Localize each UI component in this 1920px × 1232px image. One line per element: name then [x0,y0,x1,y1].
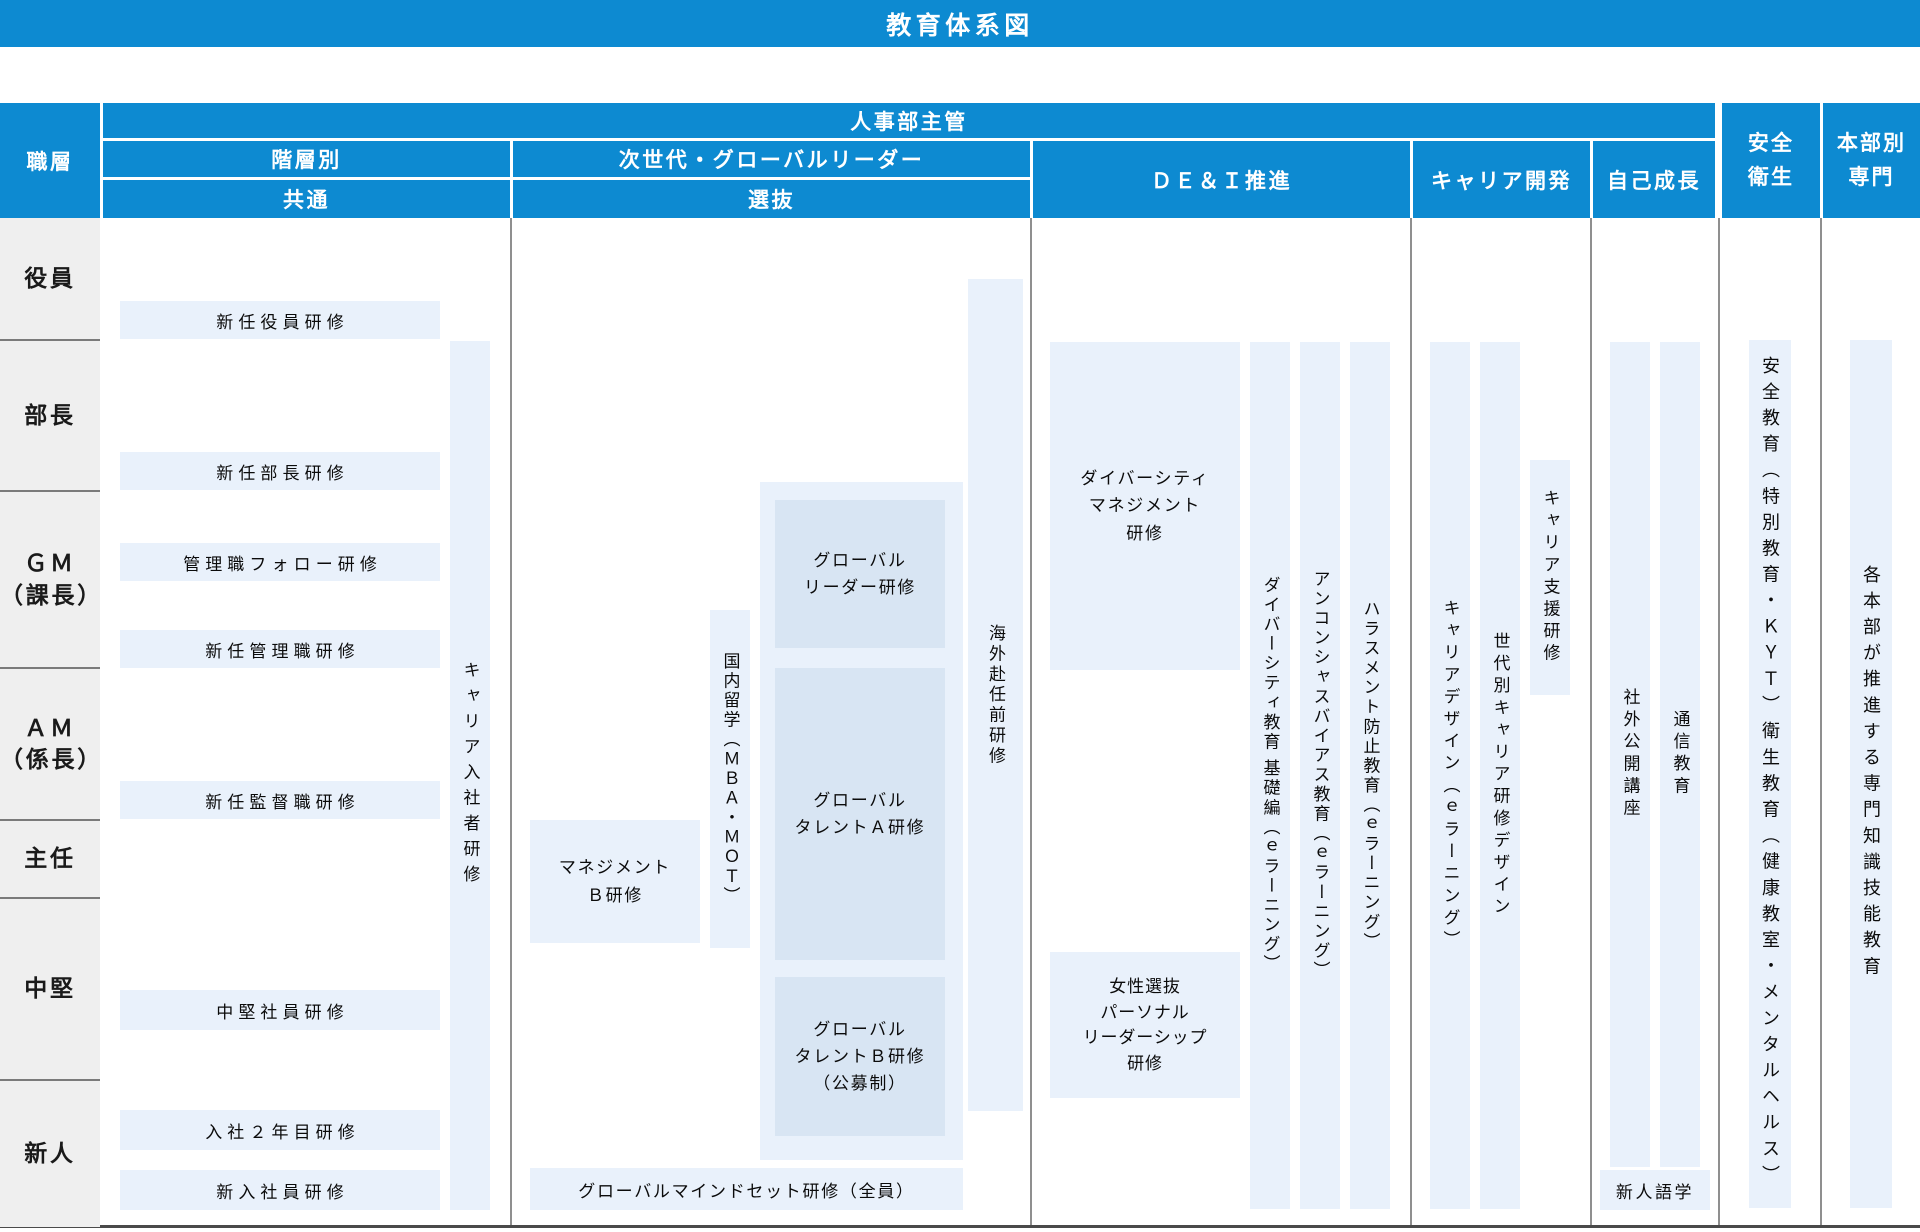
grid-line [1590,218,1592,1227]
header-hierarchy: 階層別 [103,141,510,177]
role-separator [0,667,100,669]
bar-career-design-elearning: キャリアデザイン（ｅラーニング） [1430,342,1470,1209]
header-hr-owner: 人事部主管 [103,103,1715,138]
bar-pre-overseas-assignment-training: 海外赴任前研修 [968,279,1023,1111]
role-shunin: 主任 [24,845,76,872]
box-second-year-training: 入社２年目研修 [120,1110,440,1150]
box-new-manager-training: 新任管理職研修 [120,630,440,668]
role-gm: ＧＭ （課長） [0,550,104,608]
header-next-gen-global-leader: 次世代・グローバルリーダー [513,141,1030,177]
grid-line [1718,218,1720,1227]
box-women-personal-leadership-training: 女性選抜 パーソナル リーダーシップ 研修 [1050,952,1240,1098]
box-new-department-head-training: 新任部長研修 [120,452,440,490]
bar-division-specialty-education: 各本部が推進する専門知識技能教育 [1850,340,1892,1208]
header-career-development: キャリア開発 [1413,141,1590,218]
bar-generational-career-training-design: 世代別キャリア研修デザイン [1480,342,1520,1209]
role-separator [0,897,100,899]
grid-line [1820,218,1822,1227]
grid-line [510,218,512,1227]
bar-career-support-training: キャリア支援研修 [1530,460,1570,695]
header-division-specialty: 本部別 専門 [1823,103,1920,218]
box-mid-career-employee-training: 中堅社員研修 [120,990,440,1030]
page-title: 教育体系図 [0,0,1920,47]
grid-line [1030,218,1032,1227]
header-safety-hygiene: 安全 衛生 [1722,103,1820,218]
bar-diversity-education-elearning: ダイバーシティ教育 基礎編（ｅラーニング） [1250,342,1290,1209]
header-self-growth: 自己成長 [1593,141,1715,218]
header-selection: 選抜 [513,180,1030,218]
box-global-leader-training: グローバル リーダー研修 [775,500,945,648]
role-separator [0,490,100,492]
box-manager-follow-up-training: 管理職フォロー研修 [120,543,440,581]
box-global-mindset-training: グローバルマインドセット研修（全員） [530,1168,963,1210]
bar-external-open-course: 社外公開講座 [1610,342,1650,1167]
role-column [0,218,100,1227]
box-global-talent-a-training: グローバル タレントＡ研修 [775,668,945,960]
header-common: 共通 [103,180,510,218]
role-am: ＡＭ （係長） [0,714,104,772]
role-separator [0,819,100,821]
role-bucho: 部長 [24,401,76,428]
box-newcomer-language: 新人語学 [1600,1170,1710,1210]
role-separator [0,1079,100,1081]
bar-safety-hygiene-education: 安全教育（特別教育・ＫＹＴ）衛生教育（健康教室・メンタルヘルス） [1749,340,1791,1208]
bar-harassment-prevention-elearning: ハラスメント防止教育（ｅラーニング） [1350,342,1390,1209]
role-shinjin: 新人 [24,1139,76,1166]
box-new-supervisor-training: 新任監督職研修 [120,781,440,819]
header-dei: ＤＥ＆Ｉ推進 [1033,141,1410,218]
box-diversity-management-training: ダイバーシティ マネジメント 研修 [1050,342,1240,670]
role-separator [0,339,100,341]
bar-domestic-study-mba-mot: 国内留学（ＭＢＡ・ＭＯＴ） [710,610,750,948]
table-bottom-border [0,1225,1920,1228]
box-management-b-training: マネジメント Ｂ研修 [530,820,700,943]
bar-correspondence-education: 通信教育 [1660,342,1700,1167]
grid-line [1410,218,1412,1227]
header-role-column: 職層 [0,103,100,218]
box-new-employee-training: 新入社員研修 [120,1170,440,1210]
box-global-talent-b-training: グローバル タレントＢ研修 （公募制） [775,977,945,1136]
bar-career-hire-training: キャリア入社者研修 [450,341,490,1210]
bar-unconscious-bias-elearning: アンコンシャスバイアス教育（ｅラーニング） [1300,342,1340,1209]
box-new-officer-training: 新任役員研修 [120,301,440,339]
role-chuken: 中堅 [24,975,76,1002]
role-officer: 役員 [24,265,76,292]
